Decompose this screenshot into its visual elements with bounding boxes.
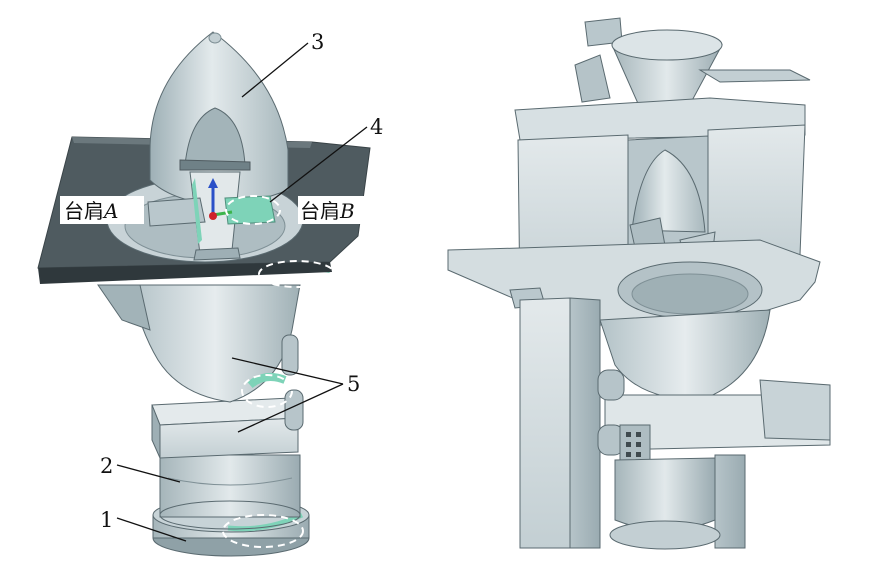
callout-3: 3 — [311, 30, 324, 54]
shoulder-a-label: 台肩A — [64, 199, 118, 223]
shoulder-labels: 台肩A 台肩B — [60, 196, 380, 224]
leader-line-5b — [237, 383, 344, 433]
center-fixture — [147, 171, 276, 261]
highlight-bottom-ring — [222, 514, 304, 548]
left-assembly — [37, 31, 371, 557]
callout-5: 5 — [347, 372, 360, 396]
callout-2: 2 — [100, 454, 113, 478]
bolt-holes — [626, 432, 641, 457]
bowl-body — [97, 259, 331, 403]
shoulder-a-letter: A — [102, 199, 118, 223]
shoulder-b-letter: B — [339, 199, 355, 223]
leader-lines — [116, 42, 368, 542]
right-lower-body — [519, 297, 831, 550]
dome-part-3 — [149, 31, 289, 206]
leader-line-2 — [116, 464, 181, 483]
highlight-plate-edge — [258, 260, 336, 288]
shoulder-b-prefix: 台肩 — [300, 199, 340, 223]
leader-line-4 — [269, 126, 368, 203]
highlight-shoulder-b — [225, 195, 281, 225]
clamp-block — [151, 389, 304, 459]
shoulder-a-prefix: 台肩 — [64, 199, 104, 223]
callout-4: 4 — [370, 115, 383, 139]
leader-line-3 — [241, 42, 309, 98]
highlight-markers — [222, 195, 336, 548]
funnel — [574, 17, 811, 109]
leader-line-5a — [231, 357, 344, 385]
highlight-bowl-side — [241, 374, 293, 408]
leader-line-1 — [116, 517, 187, 542]
shoulder-b-label: 台肩B — [300, 199, 355, 223]
callout-1: 1 — [100, 508, 113, 532]
right-assembly — [447, 17, 831, 550]
callout-numbers: 1 2 3 4 5 — [100, 30, 383, 532]
